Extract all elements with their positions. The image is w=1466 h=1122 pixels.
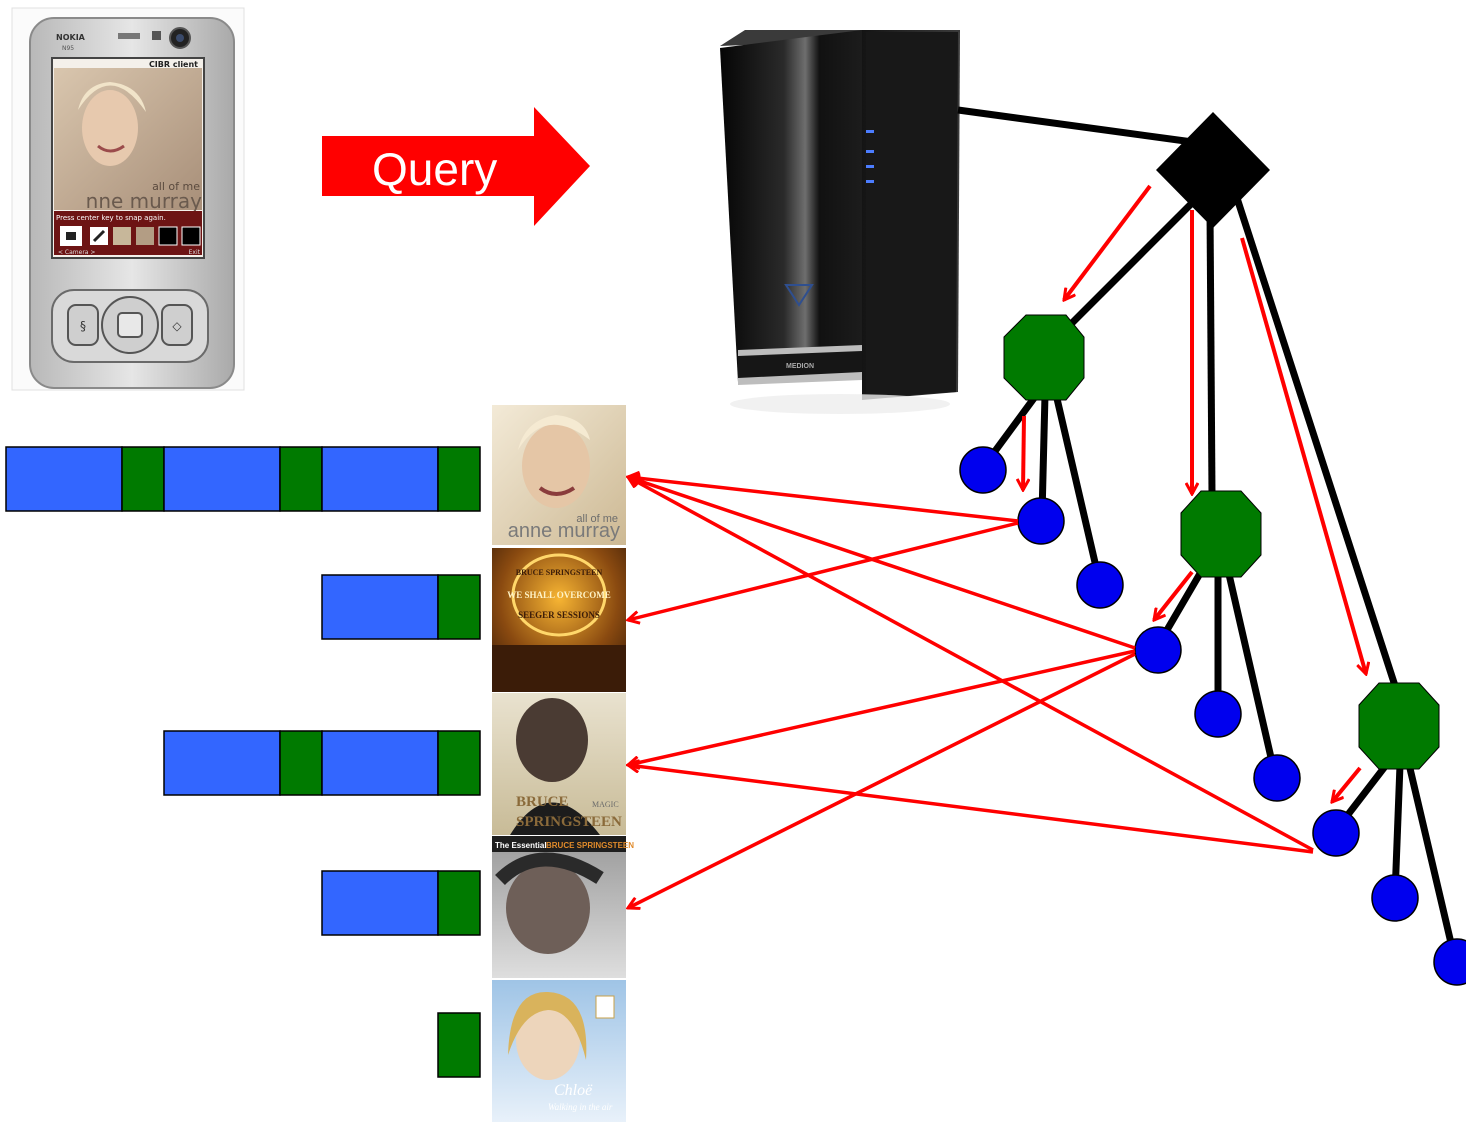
link-arrow-b1-anne-murray	[628, 477, 1136, 650]
link-arrow-a2-we-shall-overcome	[628, 521, 1019, 620]
album-text: The Essential	[495, 841, 547, 850]
tree-node-a	[1003, 314, 1085, 401]
traversal-arrow	[1064, 184, 1152, 300]
album-text: Walking in the air	[548, 1102, 613, 1112]
thumbnail-3[interactable]	[158, 226, 178, 246]
tree-node-c	[1358, 682, 1440, 770]
tree-leaf-a1	[959, 446, 1007, 494]
mobile-phone: NOKIA N95 CIBR client all of me nne murr…	[11, 7, 245, 391]
traversal-arrow	[1332, 766, 1362, 802]
album-cover-we-shall-overcome: BRUCE SPRINGSTEEN WE SHALL OVERCOME SEEG…	[492, 548, 626, 692]
tree-edge	[1057, 197, 1198, 338]
album-cover-essential: The Essential BRUCE SPRINGSTEEN	[492, 836, 634, 978]
vote-bars	[5, 446, 481, 1078]
server-brand: MEDION	[786, 363, 814, 370]
tree-edge	[1232, 193, 1402, 697]
softkey-right: Exit	[189, 249, 201, 256]
screen-face	[82, 90, 138, 166]
vote-segment-green	[437, 870, 481, 936]
traversal-arrow	[1154, 570, 1194, 620]
vote-segment-blue	[321, 574, 439, 640]
left-menu-key[interactable]	[67, 304, 99, 346]
phone-brand: NOKIA	[56, 33, 86, 42]
link-arrow-b1-magic	[628, 649, 1136, 765]
vote-segment-green	[437, 574, 481, 640]
phone-sensor	[152, 31, 161, 40]
tree-edge	[1404, 759, 1459, 961]
album-text: BRUCE SPRINGSTEEN	[546, 841, 634, 850]
album-cover-chloe: Chloë Walking in the air	[492, 980, 626, 1122]
tree-leaf-c2	[1371, 874, 1419, 922]
link-arrow-b1-essential	[628, 652, 1136, 908]
album-text: WE SHALL OVERCOME	[507, 590, 611, 600]
screen-line1: all of me	[152, 180, 200, 193]
album-text: SEEGER SESSIONS	[518, 610, 600, 620]
tree-leaf-b1	[1134, 626, 1182, 674]
album-cover-anne-murray: all of me anne murray	[492, 405, 626, 545]
screen-hint: Press center key to snap again.	[56, 214, 166, 222]
album-text: MAGIC	[592, 800, 619, 809]
thumbnail-4[interactable]	[181, 226, 201, 246]
album-text: BRUCE	[516, 794, 569, 810]
phone-keypad: § ◇	[51, 289, 209, 363]
tree-leaf-c1	[1312, 809, 1360, 857]
tree-leaf-a2	[1017, 497, 1065, 545]
phone-model: N95	[62, 45, 74, 52]
album-cover-magic: BRUCE SPRINGSTEEN MAGIC	[492, 693, 626, 835]
vote-segment-blue	[163, 446, 281, 512]
vote-segment-blue	[5, 446, 123, 512]
softkey-left: < Camera >	[58, 249, 95, 256]
album-text: all of me	[576, 513, 618, 525]
album-text: BRUCE SPRINGSTEEN	[516, 568, 603, 577]
vote-segment-green	[437, 446, 481, 512]
phone-app-title: CIBR client	[149, 60, 198, 69]
album-text: anne murray	[508, 520, 620, 542]
svg-text:§: §	[80, 319, 86, 333]
vote-segment-green	[437, 1012, 481, 1078]
svg-text:◇: ◇	[172, 319, 182, 333]
tree-root-node	[1156, 112, 1270, 228]
vote-segment-green	[279, 730, 323, 796]
vote-segment-blue	[321, 730, 439, 796]
vocabulary-tree	[957, 106, 1459, 961]
query-label: Query	[372, 143, 497, 195]
server-tree-edge	[957, 106, 1201, 147]
vote-segment-green	[437, 730, 481, 796]
link-arrow-c1-magic	[628, 765, 1314, 854]
tree-edge	[984, 387, 1043, 465]
traversal-arrow	[1023, 415, 1024, 490]
phone-screen: CIBR client all of me nne murray Press c…	[51, 57, 205, 259]
tree-leaf-c3	[1433, 938, 1466, 986]
vote-segment-green	[279, 446, 323, 512]
tree-leaf-a3	[1076, 561, 1124, 609]
album-text: SPRINGSTEEN	[516, 814, 622, 830]
tree-edge	[1391, 764, 1404, 896]
vote-segment-blue	[321, 870, 439, 936]
center-select-key[interactable]	[117, 312, 143, 338]
right-menu-key[interactable]	[161, 304, 193, 346]
link-arrow-c1-anne-murray	[628, 475, 1314, 852]
vote-segment-blue	[321, 446, 439, 512]
tree-node-b	[1180, 490, 1262, 578]
tree-leaf-b2	[1194, 690, 1242, 738]
vote-segment-blue	[163, 730, 281, 796]
server-logo-icon	[784, 284, 814, 307]
vote-segment-green	[121, 446, 165, 512]
album-text: Chloë	[554, 1082, 593, 1099]
tree-edge	[1051, 389, 1104, 585]
query-arrow: Query	[322, 107, 590, 226]
traversal-arrow	[1240, 237, 1366, 674]
server-tower: MEDION	[720, 30, 960, 414]
tree-edge	[1206, 209, 1216, 496]
tree-leaf-b3	[1253, 754, 1301, 802]
thumbnail-1[interactable]	[113, 227, 131, 245]
thumbnail-2[interactable]	[136, 227, 154, 245]
tree-edge	[1224, 569, 1279, 776]
screen-line2: nne murray	[86, 189, 203, 213]
link-arrow-a2-anne-murray	[628, 477, 1019, 523]
tree-edge	[1038, 394, 1049, 516]
phone-speaker	[118, 33, 140, 39]
